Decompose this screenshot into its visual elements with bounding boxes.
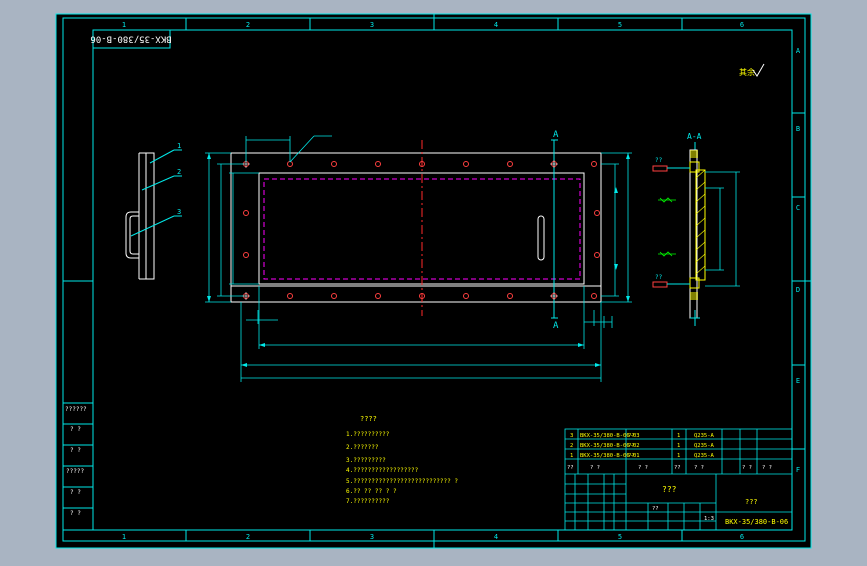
section-cut-line	[551, 139, 558, 319]
frame-plate-outline	[230, 152, 602, 303]
technical-notes: ???? 1.?????????? 2.??????? 3.????????? …	[346, 415, 458, 505]
drawing-number: BKX-35/380-B-06	[725, 518, 788, 526]
bom-header: ??	[674, 465, 681, 471]
zone-label: 2	[246, 21, 250, 29]
front-view: A A	[205, 130, 632, 382]
border-frame	[62, 14, 811, 548]
bom-no: 3	[570, 433, 573, 439]
company-name: ???	[745, 498, 758, 506]
balloon-3: 3	[177, 208, 181, 216]
bom-code: BKX-35/380-B-06-01	[580, 453, 640, 459]
dimension-arrows	[207, 153, 630, 367]
tech-notes-title: ????	[360, 415, 377, 423]
zone-label: 3	[370, 533, 374, 541]
drawing-code-stamp: BKX-35/380-B-06	[90, 29, 172, 49]
stamp-cell: ? ?	[70, 510, 81, 517]
bom-qty: 1	[677, 433, 680, 439]
tech-note-line: 7.??????????	[346, 498, 390, 505]
zone-label: 5	[618, 21, 622, 29]
zone-label: 6	[740, 21, 744, 29]
zone-label: E	[796, 377, 800, 385]
bolt-holes-sides	[243, 210, 600, 258]
bom-code: BKX-35/380-B-06-02	[580, 443, 640, 449]
bom-header: ? ?	[762, 465, 772, 471]
tech-note-line: 4.??????????????????	[346, 467, 419, 474]
stamp-cell: ??????	[65, 406, 87, 413]
tech-note-line: 6.?? ?? ?? ? ?	[346, 488, 397, 495]
zone-label: D	[796, 286, 800, 294]
zone-label: C	[796, 204, 800, 212]
zone-labels-top: 1 2 3 4 5 6	[122, 21, 744, 29]
stamp-cell: ? ?	[70, 426, 81, 433]
stamp-cell: ? ?	[70, 489, 81, 496]
zone-label: B	[796, 125, 800, 133]
zone-label: F	[796, 466, 800, 474]
roughness-symbol-icon	[752, 63, 765, 77]
hatched-section	[695, 169, 706, 281]
bom-material: Q235-A	[694, 453, 715, 459]
stamp-cell: ?????	[66, 468, 84, 475]
roughness-note: 其余	[739, 63, 765, 77]
side-label-top: ??	[655, 157, 663, 164]
bom-code: BKX-35/380-B-06-03	[580, 433, 640, 439]
bom-material: Q235-A	[694, 443, 715, 449]
balloon-2: 2	[177, 168, 181, 176]
zone-label: 5	[618, 533, 622, 541]
sheet-label: ??	[652, 506, 659, 512]
section-marker-top: A	[553, 130, 559, 140]
bom-header: ? ?	[742, 465, 752, 471]
balloon-1: 1	[177, 142, 181, 150]
bom-qty: 1	[677, 443, 680, 449]
handle-slot	[537, 215, 545, 261]
bom-name: ??	[628, 453, 635, 459]
tech-note-line: 2.???????	[346, 444, 379, 451]
bom-header: ? ?	[590, 465, 600, 471]
zone-label: 4	[494, 21, 498, 29]
bom-qty: 1	[677, 453, 680, 459]
section-title: A-A	[687, 132, 702, 141]
section-view-a-a: A-A ?? ??	[652, 132, 740, 326]
bom-name: ??	[628, 443, 635, 449]
bom-header: ? ?	[694, 465, 704, 471]
zone-label: A	[796, 47, 801, 55]
side-label-bottom: ??	[655, 274, 663, 281]
tech-note-line: 5.??????????????????????????? ?	[346, 478, 458, 485]
stamp-cell: ? ?	[70, 447, 81, 454]
left-stamp-table: ?????? ? ? ? ? ????? ? ? ? ?	[62, 402, 94, 531]
bom-name: ??	[628, 433, 635, 439]
scale-value: 1:3	[704, 516, 714, 522]
dimension-lines	[205, 135, 632, 382]
zone-label: 1	[122, 21, 126, 29]
handle-outline	[125, 211, 139, 259]
zone-label: 2	[246, 533, 250, 541]
bom-no: 1	[570, 453, 573, 459]
tech-note-line: 1.??????????	[346, 431, 390, 438]
drawing-code-stamp-text: BKX-35/380-B-06	[90, 34, 171, 44]
bom-no: 2	[570, 443, 573, 449]
zone-labels-bottom: 1 2 3 4 5 6	[122, 533, 744, 541]
part-name: ???	[662, 485, 677, 494]
title-block: 3 BKX-35/380-B-06-03 ?? 1 Q235-A 2 BKX-3…	[564, 428, 793, 531]
zone-labels-right: A B C D E F	[796, 47, 801, 474]
side-view-left: 1 2 3	[125, 142, 182, 280]
bom-header: ? ?	[638, 465, 648, 471]
zone-label: 1	[122, 533, 126, 541]
roughness-note-text: 其余	[739, 67, 755, 77]
zone-label: 4	[494, 533, 498, 541]
bom-header: ??	[567, 465, 574, 471]
section-marker-bottom: A	[553, 321, 559, 331]
zone-label: 3	[370, 21, 374, 29]
bom-material: Q235-A	[694, 433, 715, 439]
tech-note-line: 3.?????????	[346, 457, 386, 464]
zone-label: 6	[740, 533, 744, 541]
